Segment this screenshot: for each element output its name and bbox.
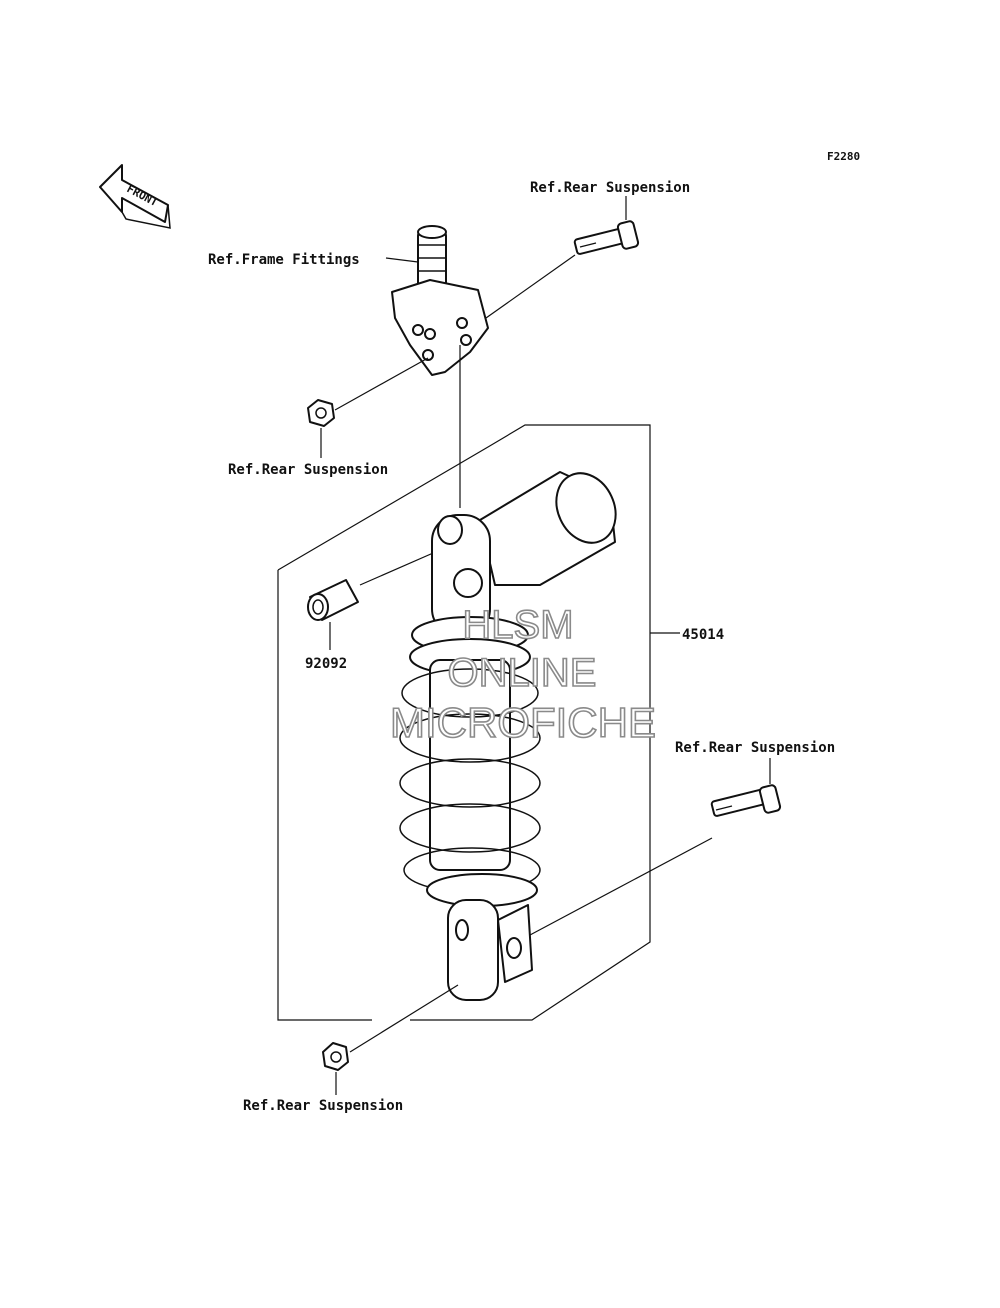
bushing-92092 [307, 579, 359, 621]
label-part-92092: 92092 [305, 656, 347, 672]
upper-mount-bracket [391, 225, 489, 376]
label-ref-rear-suspension-top: Ref.Rear Suspension [530, 180, 690, 196]
lower-nut [322, 1042, 349, 1071]
front-arrow-icon: FRONT [99, 164, 171, 229]
watermark: HLSM ONLINE MICROFICHE [389, 602, 657, 747]
label-ref-rear-suspension-lower-bolt: Ref.Rear Suspension [675, 740, 835, 756]
label-ref-rear-suspension-bottom-nut: Ref.Rear Suspension [243, 1098, 403, 1114]
shock-absorber-45014 [399, 471, 617, 1001]
lower-bolt [710, 784, 782, 817]
watermark-line-2: ONLINE [448, 651, 597, 695]
diagram-code: F2280 [827, 150, 860, 163]
label-ref-rear-suspension-upper-nut: Ref.Rear Suspension [228, 462, 388, 478]
label-ref-frame-fittings: Ref.Frame Fittings [208, 252, 360, 268]
watermark-line-3: MICROFICHE [390, 699, 656, 746]
upper-nut [307, 399, 335, 427]
watermark-line-1: HLSM [462, 603, 573, 647]
label-part-45014: 45014 [682, 627, 724, 643]
upper-bolt [573, 220, 640, 255]
assembly-bracket [277, 570, 372, 1021]
